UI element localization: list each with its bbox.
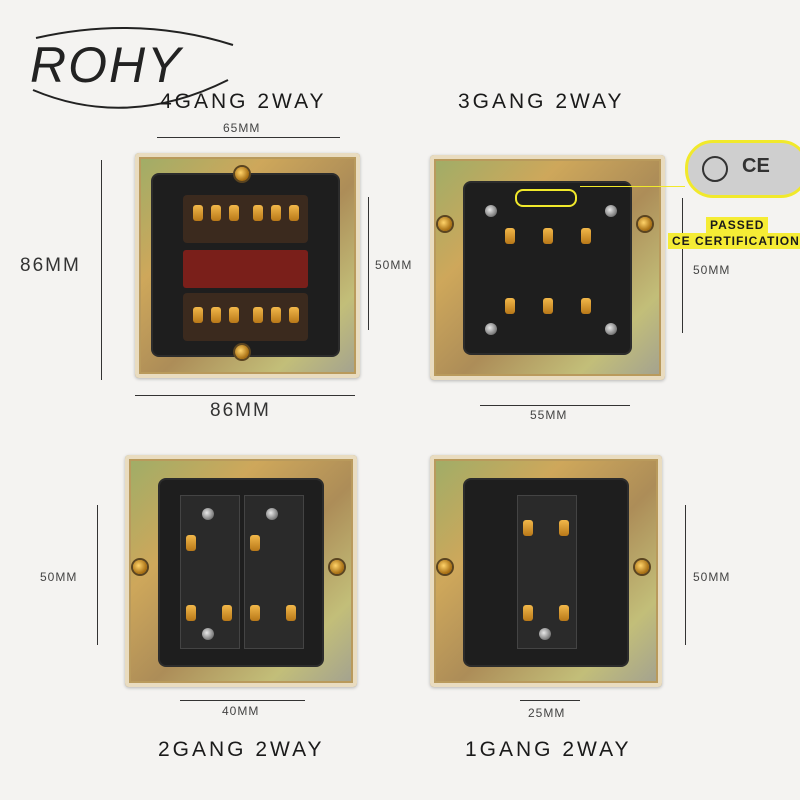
dim-line-right-1gang xyxy=(685,505,686,645)
screw xyxy=(485,205,497,217)
dim-label-left-2gang: 50MM xyxy=(40,570,78,584)
terminal xyxy=(559,605,569,621)
terminal xyxy=(581,298,591,314)
ce-callout-line xyxy=(580,186,685,187)
gang-unit-right xyxy=(244,495,304,649)
dim-line-top-4gang xyxy=(157,137,340,138)
terminal xyxy=(250,535,260,551)
switch-module-4gang xyxy=(153,175,338,355)
caption-1gang: 1GANG 2WAY xyxy=(465,738,632,761)
dim-line-right-4gang xyxy=(368,197,369,330)
screw xyxy=(266,508,278,520)
terminal xyxy=(289,205,299,221)
mount-hole xyxy=(638,217,652,231)
terminal xyxy=(186,605,196,621)
terminal xyxy=(543,298,553,314)
terminal xyxy=(289,307,299,323)
caption-4gang: 4GANG 2WAY xyxy=(160,90,327,113)
dim-line-left-4gang xyxy=(101,160,102,380)
mount-hole xyxy=(235,345,249,359)
mount-hole xyxy=(330,560,344,574)
dim-label-right-3gang: 50MM xyxy=(693,263,731,277)
terminal xyxy=(253,205,263,221)
logo-swoosh-icon xyxy=(32,27,234,109)
gang-unit xyxy=(517,495,577,649)
terminal xyxy=(559,520,569,536)
gang-unit-left xyxy=(180,495,240,649)
ce-badge: CE xyxy=(685,140,800,198)
screw xyxy=(202,508,214,520)
terminal xyxy=(581,228,591,244)
switch-module-2gang xyxy=(160,480,322,665)
indicator-window xyxy=(183,250,308,288)
mount-hole xyxy=(438,560,452,574)
dim-label-left-4gang: 86MM xyxy=(20,255,81,276)
screw xyxy=(202,628,214,640)
terminal xyxy=(253,307,263,323)
terminal xyxy=(505,298,515,314)
mount-hole xyxy=(635,560,649,574)
terminal xyxy=(271,307,281,323)
dim-line-bottom-2gang xyxy=(180,700,305,701)
caption-3gang: 3GANG 2WAY xyxy=(458,90,625,113)
terminal xyxy=(229,205,239,221)
terminal xyxy=(250,605,260,621)
switch-panel-1gang xyxy=(430,455,662,687)
dim-label-bottom-1gang: 25MM xyxy=(528,706,566,720)
screw xyxy=(605,323,617,335)
terminal xyxy=(229,307,239,323)
dim-label-right-1gang: 50MM xyxy=(693,570,731,584)
terminal xyxy=(543,228,553,244)
terminal xyxy=(193,205,203,221)
switch-panel-4gang xyxy=(135,153,360,378)
dim-line-bottom-4gang xyxy=(135,395,355,396)
terminal-block-top xyxy=(183,195,308,243)
terminal xyxy=(186,535,196,551)
caption-2gang: 2GANG 2WAY xyxy=(158,738,325,761)
screw xyxy=(539,628,551,640)
screw xyxy=(485,323,497,335)
switch-panel-2gang xyxy=(125,455,357,687)
dim-line-bottom-1gang xyxy=(520,700,580,701)
dim-line-left-2gang xyxy=(97,505,98,645)
ccc-mark-icon xyxy=(702,156,728,182)
switch-panel-3gang xyxy=(430,155,665,380)
screw xyxy=(605,205,617,217)
dim-label-top-4gang: 65MM xyxy=(223,121,261,135)
terminal xyxy=(222,605,232,621)
ce-highlight-ring xyxy=(515,189,577,207)
dim-label-bottom-4gang: 86MM xyxy=(210,400,271,421)
terminal-block-bottom xyxy=(183,293,308,341)
dim-line-right-3gang xyxy=(682,198,683,333)
ce-mark: CE xyxy=(742,155,770,177)
terminal xyxy=(505,228,515,244)
switch-module-1gang xyxy=(465,480,627,665)
terminal xyxy=(523,605,533,621)
dim-line-bottom-3gang xyxy=(480,405,630,406)
dim-label-right-4gang: 50MM xyxy=(375,258,413,272)
dim-label-bottom-2gang: 40MM xyxy=(222,704,260,718)
terminal xyxy=(211,205,221,221)
terminal xyxy=(523,520,533,536)
dim-label-bottom-3gang: 55MM xyxy=(530,408,568,422)
mount-hole xyxy=(438,217,452,231)
ce-label-passed: PASSED xyxy=(706,217,769,233)
ce-label-certification: CE CERTIFICATION xyxy=(668,233,800,249)
terminal xyxy=(286,605,296,621)
switch-module-3gang xyxy=(465,183,630,353)
brand-logo: ROHY xyxy=(30,37,183,93)
terminal xyxy=(211,307,221,323)
mount-hole xyxy=(235,167,249,181)
terminal xyxy=(271,205,281,221)
mount-hole xyxy=(133,560,147,574)
terminal xyxy=(193,307,203,323)
